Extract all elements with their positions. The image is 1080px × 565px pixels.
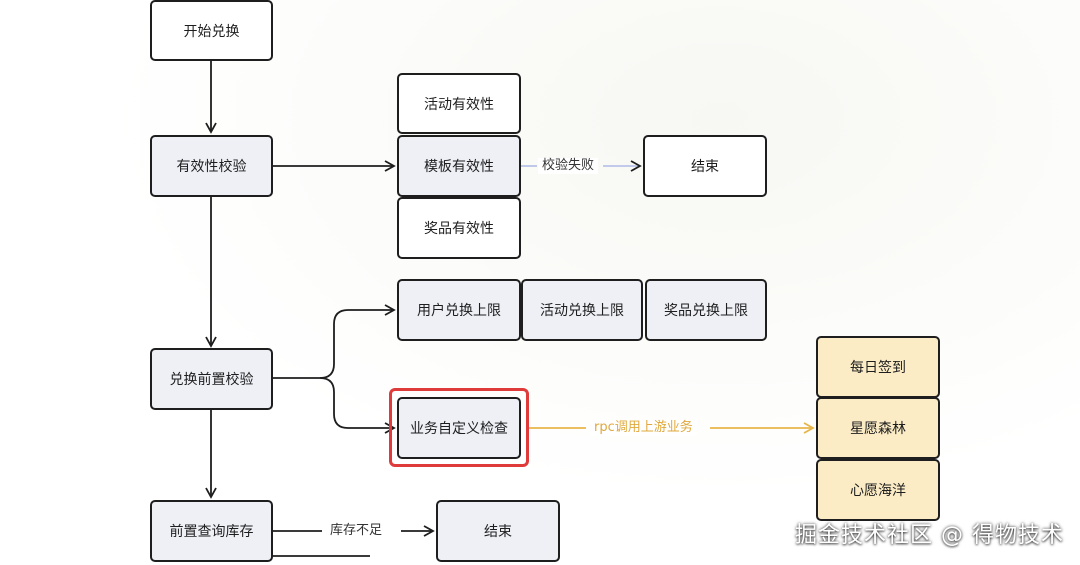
node-activity-validity: 活动有效性: [397, 73, 521, 134]
edge-precheck-to-custom: [319, 377, 396, 434]
watermark: 掘金技术社区 @ 得物技术: [795, 523, 1064, 548]
node-heart-ocean: 心愿海洋: [816, 459, 940, 521]
node-start: 开始兑换: [150, 0, 273, 61]
node-end-validation: 结束: [643, 135, 767, 197]
node-user-limit: 用户兑换上限: [397, 279, 521, 341]
edge-precheck-to-limits: [272, 304, 396, 379]
edge-label-validate-fail: 校验失败: [538, 158, 599, 174]
node-custom-check: 业务自定义检查: [397, 397, 521, 459]
node-stock-query: 前置查询库存: [150, 500, 273, 562]
node-daily-signin: 每日签到: [816, 336, 940, 398]
node-prize-limit: 奖品兑换上限: [645, 279, 767, 341]
node-prize-validity: 奖品有效性: [397, 197, 521, 259]
node-end-stock: 结束: [436, 500, 560, 562]
node-activity-limit: 活动兑换上限: [521, 279, 643, 341]
node-star-forest: 星愿森林: [816, 397, 940, 459]
node-template-validity: 模板有效性: [397, 135, 521, 197]
node-validity-check: 有效性校验: [150, 135, 273, 197]
edge-label-rpc-upstream: rpc调用上游业务: [590, 420, 697, 436]
edge-label-stock-insufficient: 库存不足: [326, 523, 387, 539]
node-pre-check: 兑换前置校验: [150, 348, 273, 410]
highlight-frame: [389, 388, 529, 467]
